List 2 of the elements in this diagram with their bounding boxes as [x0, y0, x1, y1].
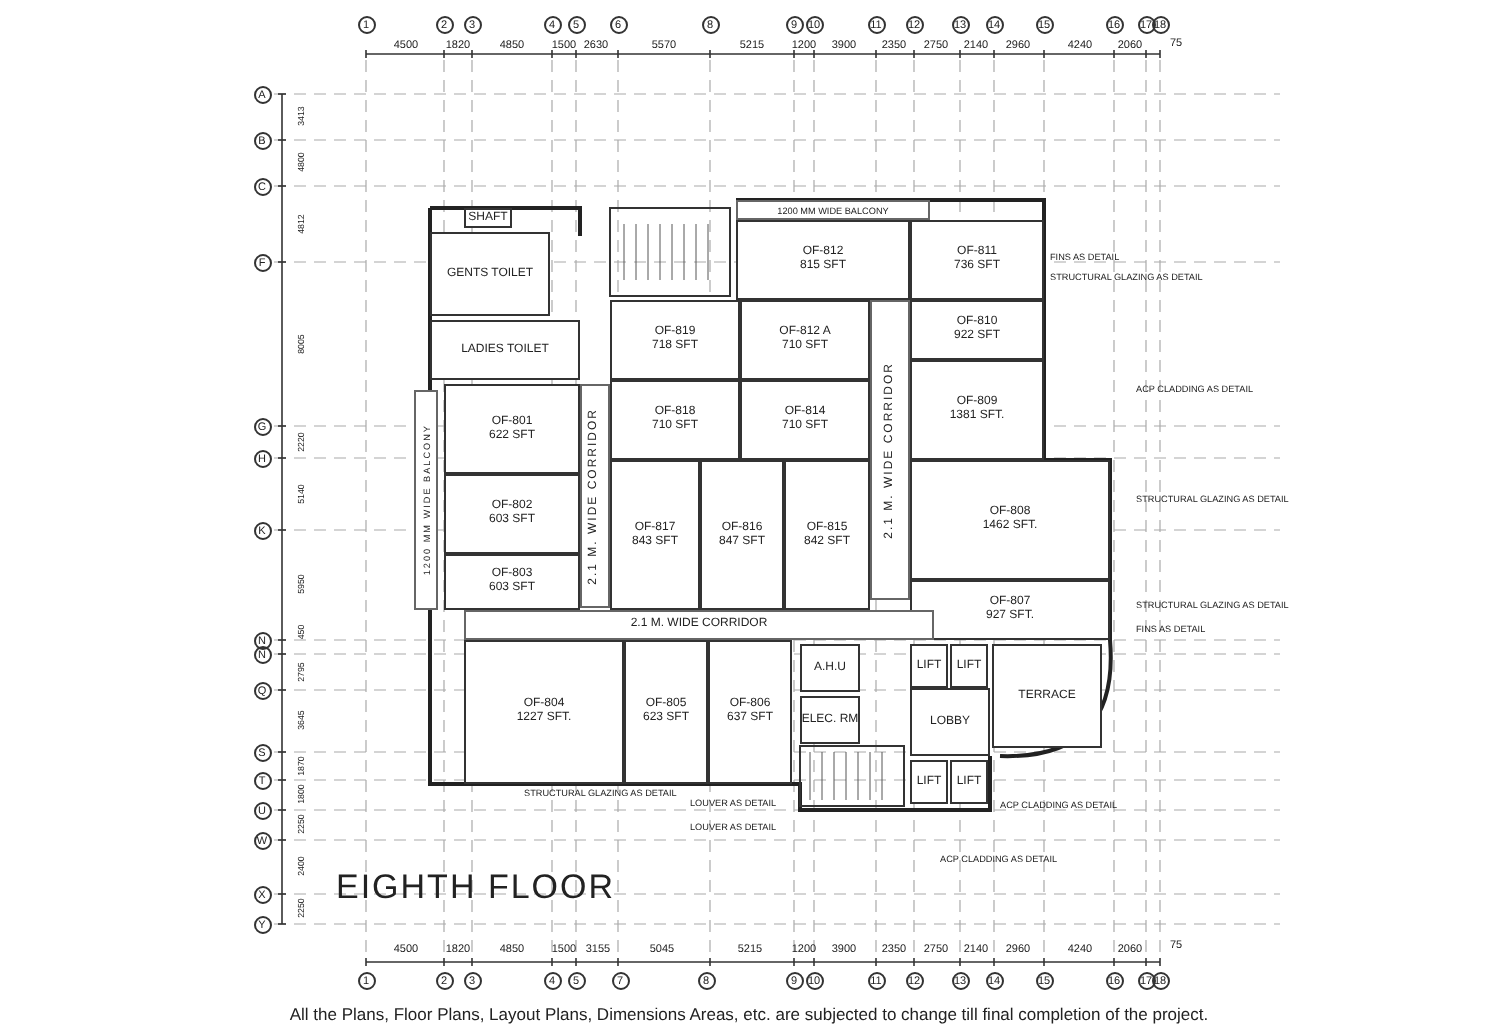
caption-text: All the Plans, Floor Plans, Layout Plans, Dimensions Areas, etc. are subjected to change till final completion of the project.	[287, 1004, 1211, 1024]
floor-title: EIGHTH FLOOR	[336, 868, 616, 908]
